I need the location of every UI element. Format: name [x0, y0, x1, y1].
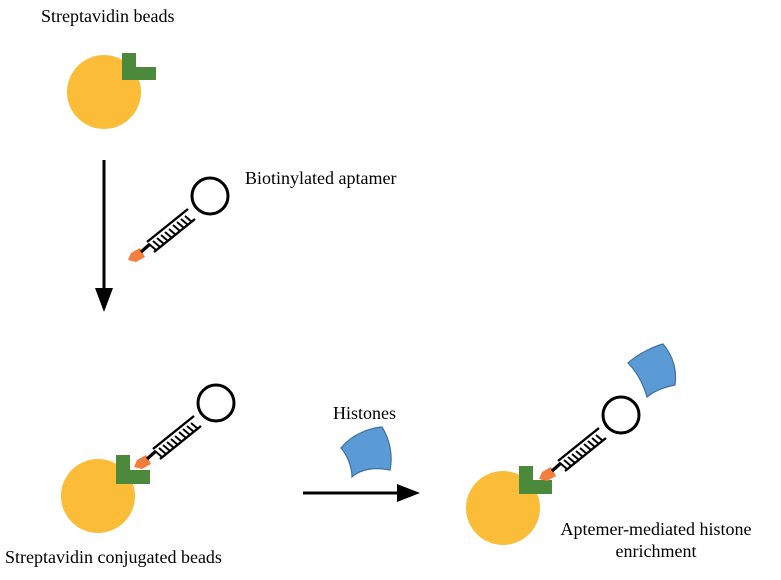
streptavidin-conjugated-beads-label: Streptavidin conjugated beads — [5, 547, 222, 567]
bound-aptamer-icon — [132, 383, 236, 471]
enrichment-label-line1: Aptemer-mediated histone — [560, 519, 752, 539]
streptavidin-bead-group — [67, 53, 156, 129]
biotinylated-aptamer-icon — [126, 176, 230, 264]
streptavidin-icon — [116, 455, 150, 484]
bound-histone-icon — [627, 343, 677, 399]
enrichment-label-line2: enrichment — [615, 541, 697, 561]
histones-label: Histones — [333, 403, 396, 423]
streptavidin-icon — [519, 466, 552, 494]
vertical-arrow-icon — [95, 160, 113, 312]
biotinylated-aptamer-label: Biotinylated aptamer — [245, 168, 397, 188]
enrichment-label: Aptemer-mediated histone enrichment — [536, 518, 776, 562]
enrichment-complex-group — [466, 343, 677, 545]
streptavidin-beads-label: Streptavidin beads — [41, 6, 175, 26]
histone-icon — [340, 426, 392, 479]
streptavidin-icon — [122, 53, 156, 80]
bound-aptamer-icon — [537, 395, 641, 483]
conjugated-bead-group — [61, 383, 236, 533]
horizontal-arrow-icon — [303, 484, 420, 502]
